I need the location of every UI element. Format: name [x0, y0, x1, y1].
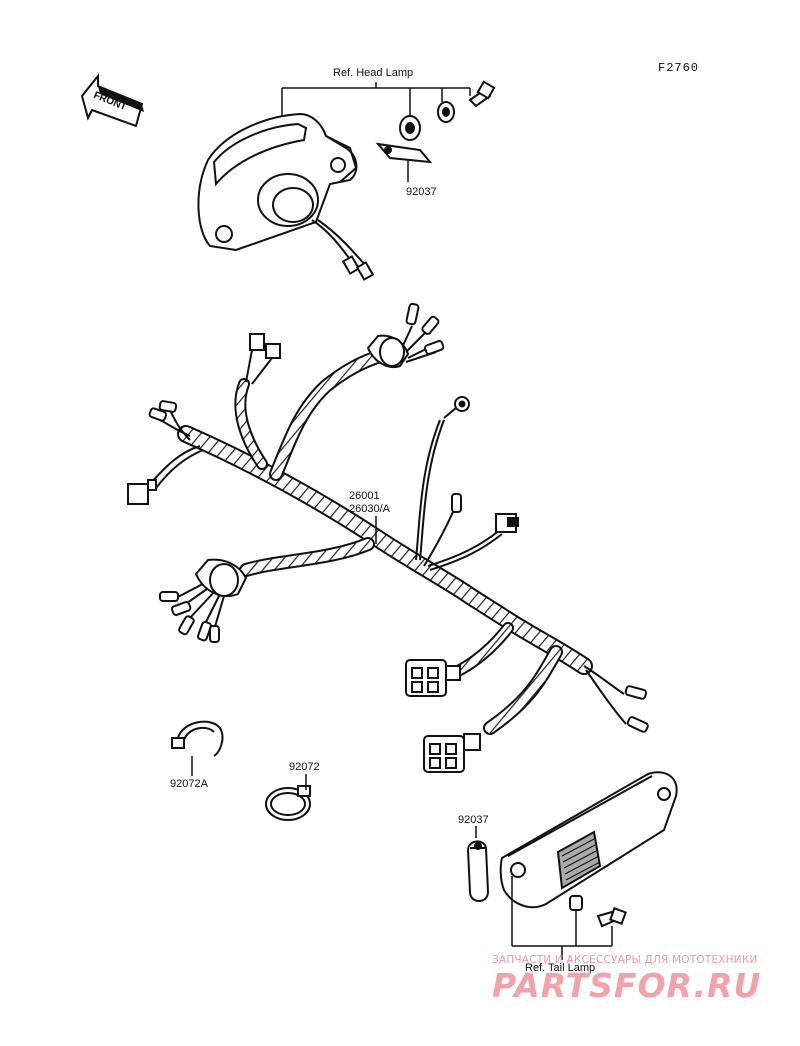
part-number-harness-1: 26001 [349, 490, 380, 502]
part-number-clamp: 92072 [289, 761, 320, 773]
watermark-logo: PARTSFOR.RU [492, 966, 762, 1005]
head-lamp-ref-lines [281, 82, 471, 182]
part-number-bracket-bottom: 92037 [458, 814, 489, 826]
small-connectors [127, 333, 519, 533]
head-lamp [197, 112, 375, 281]
bracket-92037-lower [466, 826, 490, 902]
ref-tail-lamp-label: Ref. Tail Lamp [525, 962, 596, 974]
round-connector-lower [159, 558, 248, 643]
ref-head-lamp-label: Ref. Head Lamp [333, 67, 414, 79]
clamp-92072 [265, 774, 311, 821]
clamp-92072a [171, 720, 224, 776]
bullet-terminals [624, 685, 649, 733]
head-lamp-mounting-hardware [375, 80, 496, 164]
round-connector-upper [366, 302, 445, 368]
tail-lamp-ref-lines [511, 876, 613, 960]
front-arrow-icon [80, 73, 144, 128]
coupler-lower [423, 733, 481, 773]
tail-lamp [499, 771, 678, 928]
main-harness [177, 349, 593, 735]
watermark-caption: ЗАПЧАСТИ И АКСЕССУАРЫ ДЛЯ МОТОТЕХНИКИ [492, 954, 758, 966]
part-number-clamp-a: 92072A [170, 778, 208, 790]
part-number-harness-2: 26030/A [349, 503, 390, 515]
figure-code: F2760 [658, 61, 700, 75]
coupler-upper [405, 659, 461, 697]
part-number-bracket-top: 92037 [406, 186, 437, 198]
